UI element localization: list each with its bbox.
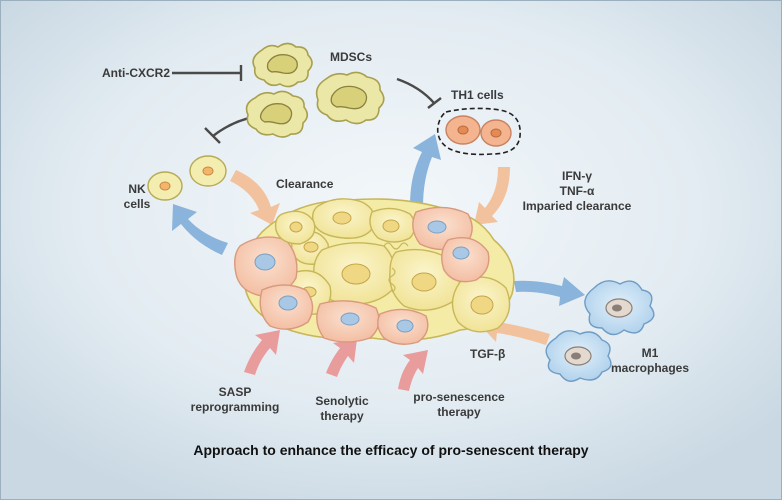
nk-label-line2: cells xyxy=(123,197,151,211)
senolytic-therapy-label: Senolytic therapy xyxy=(297,394,387,424)
macrophage-cell xyxy=(545,330,612,382)
senolytic-label-line1: Senolytic xyxy=(315,394,369,408)
clearance-label: Clearance xyxy=(276,177,334,191)
figure-title: Approach to enhance the efficacy of pro-… xyxy=(193,442,589,458)
pro-senescence-therapy-label: pro-senescence therapy xyxy=(394,390,524,420)
mdsc-cell xyxy=(245,90,309,138)
tumor-mass xyxy=(233,198,515,345)
ifn-gamma-label: IFN-γ xyxy=(562,169,592,183)
prosen-label-line1: pro-senescence xyxy=(413,390,505,404)
mdsc-cell xyxy=(315,71,385,125)
anti-cxcr2-label: Anti-CXCR2 xyxy=(102,66,170,80)
m1-label-line1: M1 xyxy=(641,346,659,360)
macrophage-cell xyxy=(584,280,655,336)
impaired-clearance-label: Imparied clearance xyxy=(522,199,632,213)
nk-label-line1: NK xyxy=(128,182,146,196)
blue-arrow-to-th1 xyxy=(410,134,441,207)
tnf-alpha-label: TNF-α xyxy=(559,184,595,198)
blue-arrow-to-macrophage xyxy=(514,277,585,306)
blue-arrow-to-nk xyxy=(172,204,228,255)
sasp-label-line1: SASP xyxy=(218,385,252,399)
m1-macrophages-label: M1 macrophages xyxy=(600,346,700,376)
cytokine-labels: IFN-γ TNF-α Imparied clearance xyxy=(502,169,652,214)
sasp-reprogramming-label: SASP reprogramming xyxy=(180,385,290,415)
anti-cxcr2-inhibition xyxy=(172,65,243,81)
prosen-label-line2: therapy xyxy=(437,405,481,419)
mdscs-label: MDSCs xyxy=(330,50,373,64)
mdsc-cell xyxy=(252,42,313,88)
m1-label-line2: macrophages xyxy=(610,361,690,375)
sasp-label-line2: reprogramming xyxy=(190,400,280,414)
peach-arrow-impaired-clearance xyxy=(474,167,510,225)
senolytic-label-line2: therapy xyxy=(320,409,364,423)
nk-cell-group xyxy=(147,155,227,201)
nk-cells-label: NK cells xyxy=(122,182,152,212)
th1-cells-label: TH1 cells xyxy=(451,88,504,102)
pink-arrow-sasp xyxy=(244,330,280,375)
th1-cell-group xyxy=(436,107,521,156)
pink-arrow-senolytic xyxy=(326,339,357,377)
mdsc-inhibits-th1 xyxy=(396,77,442,109)
peach-arrow-clearance xyxy=(230,170,280,225)
tgf-beta-label: TGF-β xyxy=(470,347,506,361)
pink-arrow-pro-senescence xyxy=(398,350,428,391)
